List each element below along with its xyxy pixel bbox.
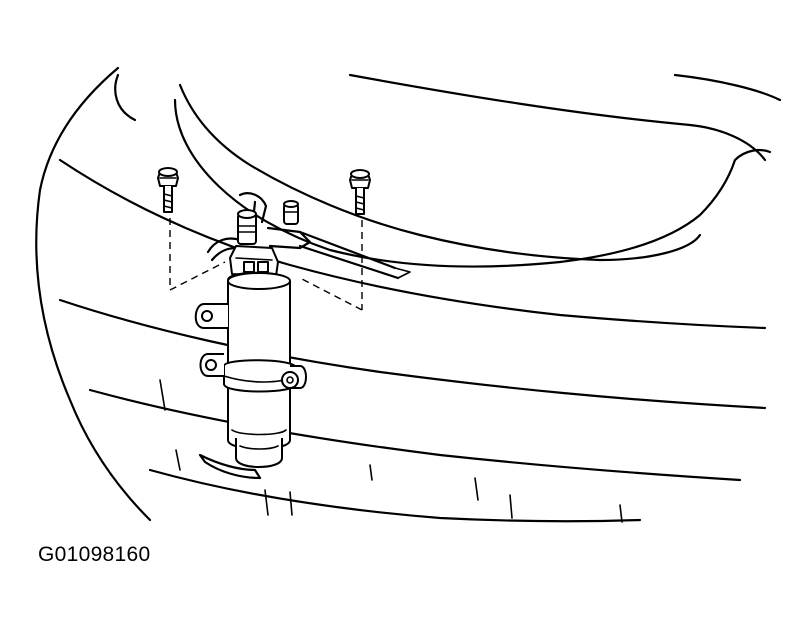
fuel-pump-assembly: [194, 209, 307, 468]
pump-bracket-and-lines: [206, 192, 411, 280]
left-mounting-bolt: [157, 167, 179, 213]
bolt-alignment-guides: [169, 218, 363, 311]
right-mounting-bolt: [349, 169, 371, 215]
figure-code-label: G01098160: [38, 543, 151, 566]
vehicle-body-outline: [35, 66, 782, 523]
